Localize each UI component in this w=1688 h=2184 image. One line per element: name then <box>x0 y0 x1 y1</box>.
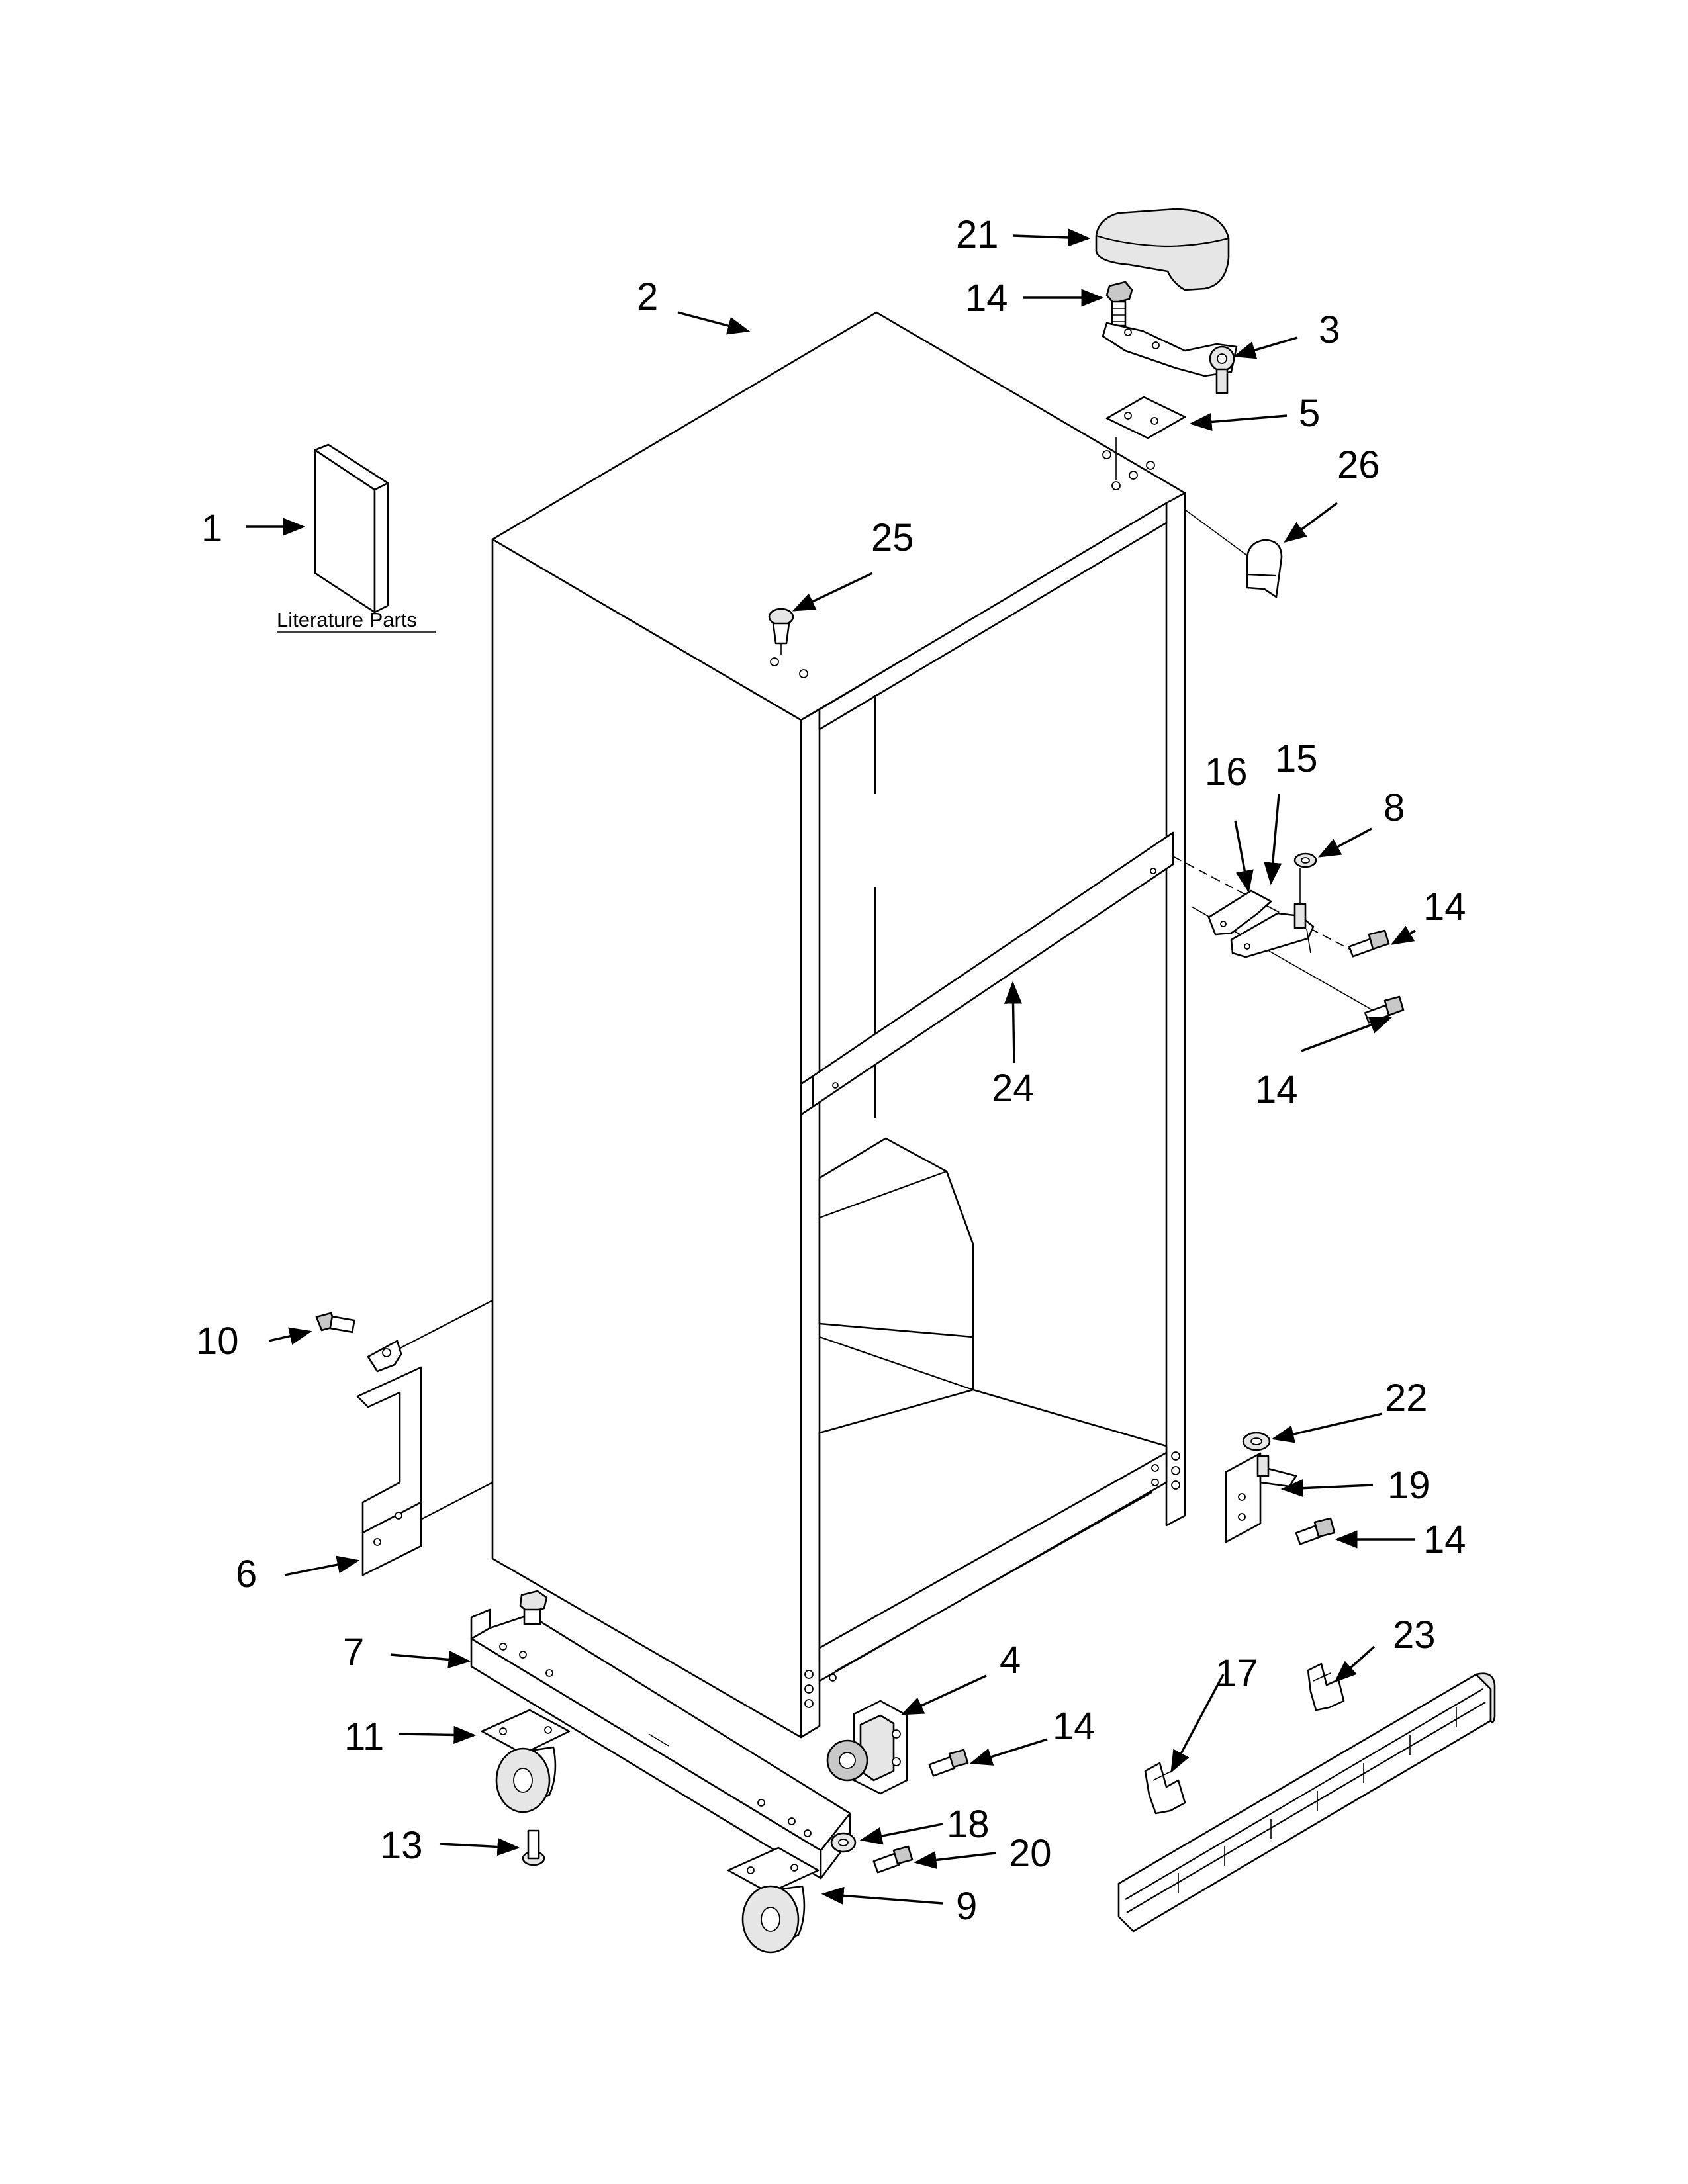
callout-14-lower-right: 14 <box>1423 1518 1466 1561</box>
callout-17: 17 <box>1215 1652 1258 1695</box>
plug-button <box>768 608 794 655</box>
washer-22 <box>1242 1432 1271 1451</box>
screw-13 <box>522 1829 545 1866</box>
bolt-top-hinge <box>1105 281 1133 327</box>
bolt-lower-4 <box>928 1749 969 1777</box>
leveling-nut <box>519 1590 548 1625</box>
callout-1: 1 <box>201 507 222 550</box>
callout-labels: 1 2 3 4 5 6 7 8 9 10 11 13 14 14 14 14 1… <box>196 213 1466 1928</box>
callout-20: 20 <box>1009 1832 1052 1875</box>
callout-19: 19 <box>1387 1464 1430 1507</box>
callout-25: 25 <box>871 516 914 559</box>
callout-8: 8 <box>1383 786 1405 829</box>
caster-11 <box>481 1709 571 1813</box>
center-rail <box>800 831 1174 1116</box>
grille-clip-23 <box>1307 1662 1345 1711</box>
bolt-center-1 <box>1348 929 1390 958</box>
callout-4: 4 <box>1000 1639 1021 1682</box>
cabinet <box>370 311 1186 1739</box>
callout-6: 6 <box>236 1553 257 1596</box>
callout-3: 3 <box>1319 308 1340 351</box>
callout-14-lower-hinge: 14 <box>1053 1705 1096 1748</box>
grille-clip-17 <box>1144 1762 1186 1815</box>
hinge-bracket-6 <box>356 1340 422 1576</box>
callout-14-center-lower: 14 <box>1255 1068 1298 1111</box>
bolt-20 <box>872 1845 914 1874</box>
washer-8 <box>1293 852 1317 868</box>
top-hinge <box>1102 322 1238 394</box>
callout-5: 5 <box>1299 392 1320 435</box>
callout-7: 7 <box>343 1631 364 1674</box>
lower-hinge-4 <box>826 1700 908 1795</box>
callout-11: 11 <box>344 1715 384 1758</box>
callout-9: 9 <box>956 1885 977 1928</box>
hinge-cover-small <box>1246 539 1283 598</box>
literature-parts-label: Literature Parts <box>277 608 417 631</box>
bolt-left-10 <box>315 1312 355 1334</box>
toe-grille <box>1117 1672 1496 1933</box>
literature-booklet <box>314 443 389 614</box>
caster-9 <box>727 1846 820 1954</box>
washer-18 <box>830 1832 857 1853</box>
callout-16: 16 <box>1205 751 1248 794</box>
callout-22: 22 <box>1385 1377 1428 1420</box>
callout-26: 26 <box>1337 443 1380 486</box>
callout-23: 23 <box>1393 1614 1436 1657</box>
leader-26 <box>1184 509 1248 557</box>
callout-arrows <box>246 228 1416 1905</box>
callout-18: 18 <box>947 1803 990 1846</box>
base-rail <box>470 1608 851 1880</box>
callout-14-center-upper: 14 <box>1423 886 1466 929</box>
hinge-shim <box>1105 396 1186 439</box>
center-hinge-assembly <box>1172 856 1378 1013</box>
callout-2: 2 <box>637 275 658 318</box>
callout-24: 24 <box>992 1067 1035 1110</box>
callout-14-top: 14 <box>965 277 1008 320</box>
hinge-cover <box>1095 208 1230 291</box>
bottom-hinge-19 <box>1225 1452 1297 1543</box>
callout-21: 21 <box>956 213 999 256</box>
callout-13: 13 <box>380 1824 423 1867</box>
bolt-lower-right <box>1295 1517 1336 1545</box>
callout-15: 15 <box>1275 737 1318 780</box>
callout-10: 10 <box>196 1320 239 1363</box>
